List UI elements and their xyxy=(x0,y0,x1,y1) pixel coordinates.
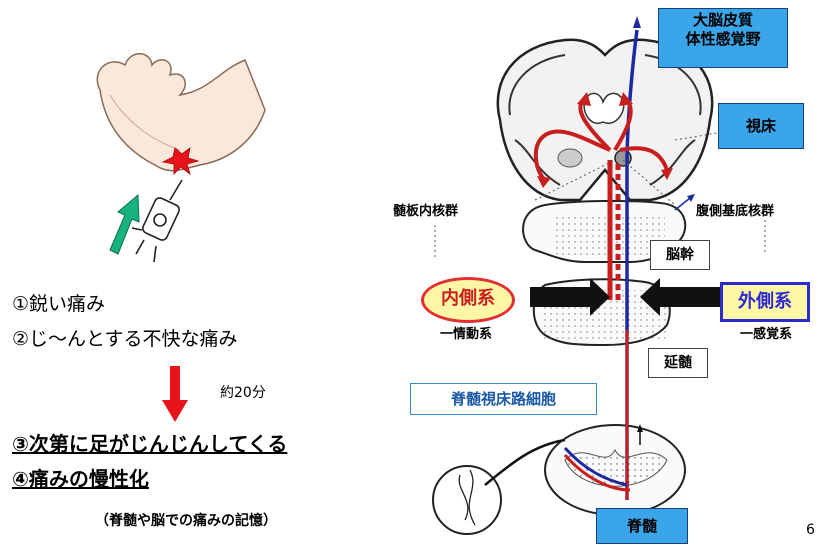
memory-note: （脊髄や脳での痛みの記憶） xyxy=(95,510,277,530)
intralaminar-label: 髄板内核群 xyxy=(393,200,458,219)
sensory-system-label: 一感覚系 xyxy=(740,323,792,342)
medial-system-label: 内側系 xyxy=(421,277,515,323)
thalamus-label: 視床 xyxy=(718,103,804,149)
up-arrow-icon xyxy=(110,195,139,254)
brainstem-label: 脳幹 xyxy=(650,240,710,270)
page-number: 6 xyxy=(806,522,815,538)
pain-item-1: ①鋭い痛み xyxy=(12,292,105,316)
cortex-label: 大脳皮質 体性感覚野 xyxy=(658,8,788,68)
foot-injection-illustration xyxy=(70,50,270,275)
lateral-system-label: 外側系 xyxy=(720,282,810,322)
spinal-cord-label: 脊髄 xyxy=(596,508,688,544)
pain-item-4: ④痛みの慢性化 xyxy=(12,467,149,491)
spinothalamic-label: 脊髄視床路細胞 xyxy=(410,383,597,415)
pain-item-3: ③次第に足がじんじんしてくる xyxy=(12,432,287,456)
pain-pathway-diagram xyxy=(405,0,835,545)
medulla-label: 延髄 xyxy=(648,348,708,378)
down-arrow-icon xyxy=(160,366,190,424)
ventrobasal-label: 腹側基底核群 xyxy=(696,200,774,219)
skin-inset xyxy=(433,440,565,534)
pain-item-2: ②じ〜んとする不快な痛み xyxy=(12,327,237,351)
time-label: 約20分 xyxy=(220,382,266,402)
emotional-system-label: 一情動系 xyxy=(440,323,492,342)
spinal-cord-section xyxy=(545,425,685,515)
needle-character-icon xyxy=(132,180,182,262)
